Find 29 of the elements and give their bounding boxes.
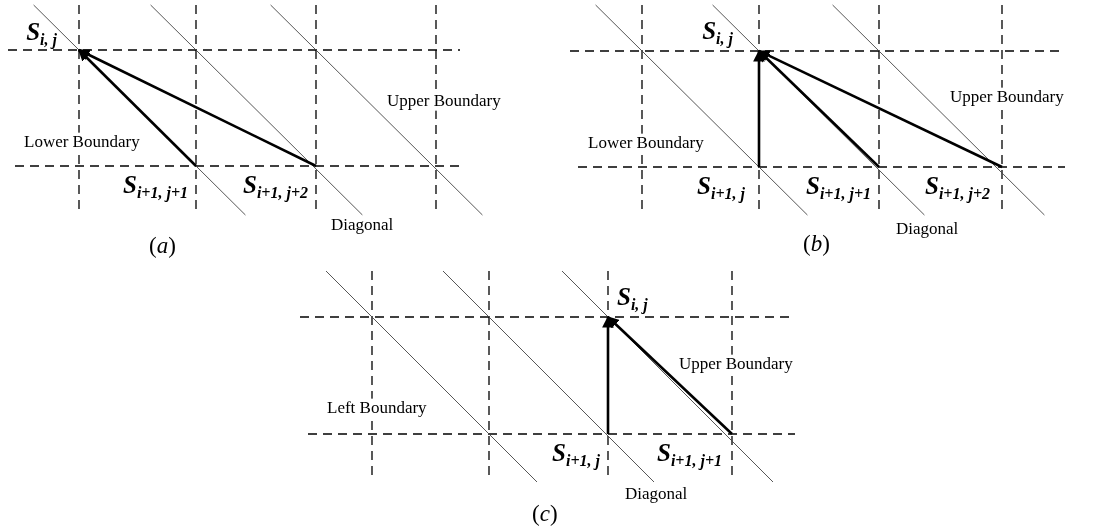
arrow: [757, 49, 1003, 169]
point-label: S$_{i+1, j+1}$: [805, 167, 879, 202]
panel-caption: (a): [148, 233, 177, 259]
region-label: Lower Boundary: [587, 133, 705, 153]
point-label: S$_{i+1, j+1}$: [122, 166, 196, 201]
region-label: Diagonal: [330, 215, 395, 235]
arrow: [602, 315, 614, 434]
point-label: S$_{i+1, j}$: [552, 434, 608, 469]
arrow: [758, 50, 880, 168]
region-label: Diagonal: [895, 219, 960, 239]
point-label: S$_{i, j}$: [26, 19, 79, 50]
point-label: S$_{i, j}$: [608, 284, 648, 317]
point-label: S$_{i+1, j+2}$: [242, 166, 316, 201]
region-label: Diagonal: [624, 484, 689, 504]
region-label: Upper Boundary: [949, 87, 1065, 107]
region-label: Left Boundary: [326, 398, 428, 418]
point-label: S$_{i+1, j+1}$: [656, 434, 732, 469]
arrow: [607, 316, 733, 435]
point-label: S$_{i, j}$: [702, 18, 759, 51]
region-label: Upper Boundary: [678, 354, 794, 374]
arrow: [78, 49, 197, 167]
point-label: S$_{i+1, j}$: [697, 167, 759, 202]
point-label: S$_{i+1, j+2}$: [924, 167, 1002, 202]
arrow: [753, 49, 765, 167]
panel-caption: (b): [802, 231, 831, 257]
region-label: Lower Boundary: [23, 132, 141, 152]
panel-caption: (c): [531, 501, 559, 527]
region-label: Upper Boundary: [386, 91, 502, 111]
arrow: [77, 48, 317, 168]
